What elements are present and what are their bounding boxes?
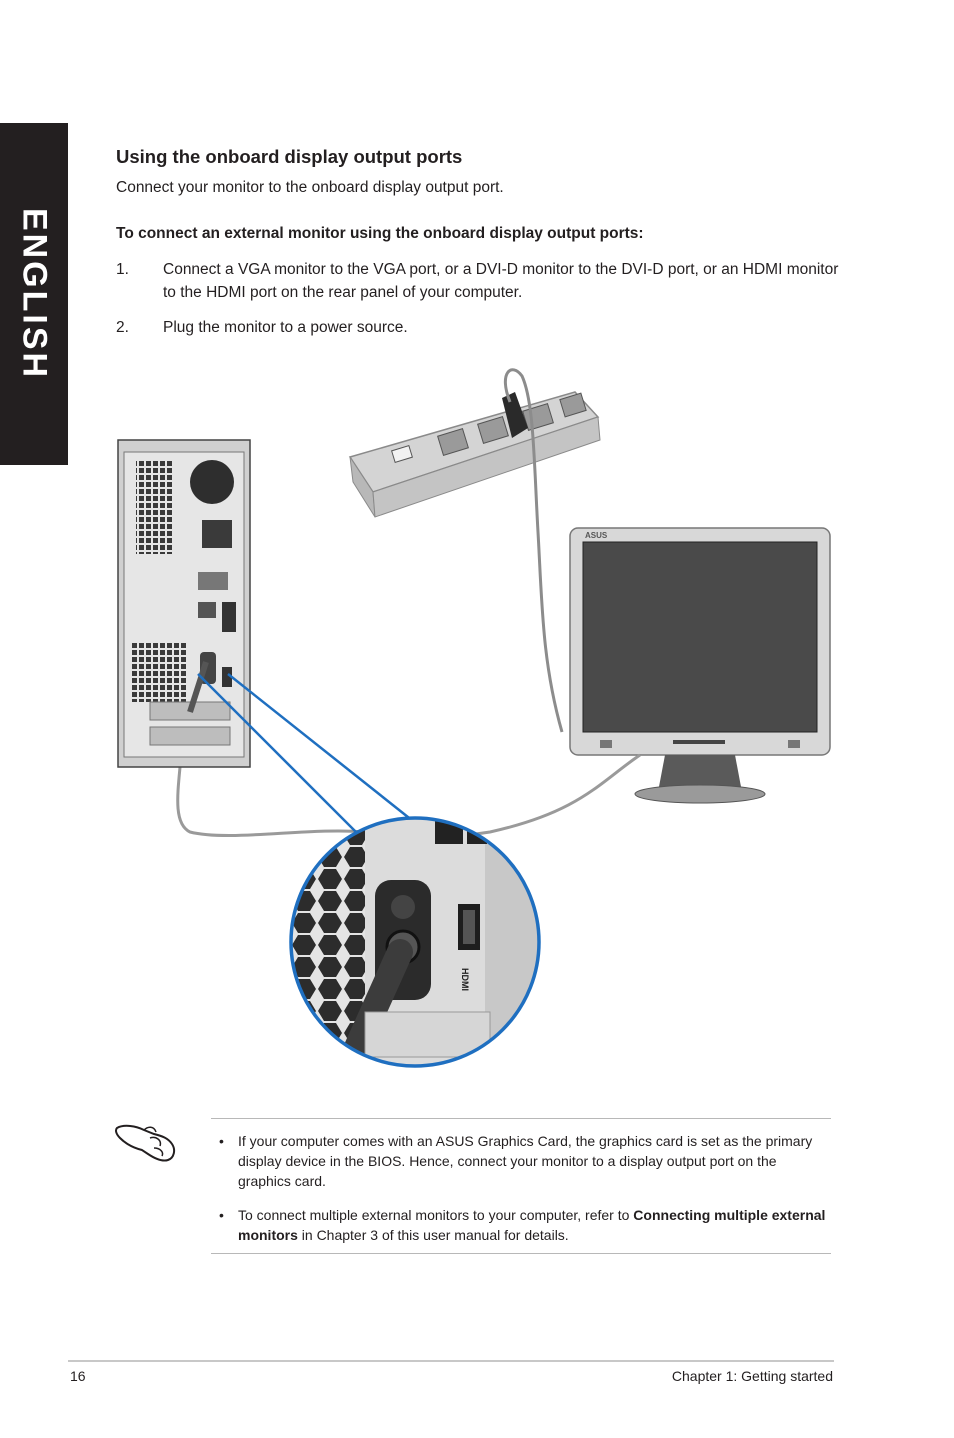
callout-line-left <box>197 673 361 837</box>
note-text-after: in Chapter 3 of this user manual for det… <box>297 1227 569 1243</box>
language-label: ENGLISH <box>15 207 54 381</box>
section-intro: Connect your monitor to the onboard disp… <box>116 179 504 196</box>
bullet: • <box>219 1207 224 1223</box>
step-text: Connect a VGA monitor to the VGA port, o… <box>163 261 839 301</box>
note-text: If your computer comes with an ASUS Grap… <box>238 1133 813 1189</box>
note-bold-reference: Connecting multiple external monitors <box>238 1207 826 1243</box>
hdmi-port-label: HDMI <box>460 968 470 991</box>
port-zoom-callout: HDMI <box>289 816 541 1068</box>
chapter-title: Chapter 1: Getting started <box>671 1368 833 1384</box>
language-side-tab: ENGLISH <box>0 123 68 465</box>
note-box: • If your computer comes with an ASUS Gr… <box>211 1118 831 1254</box>
section-heading: Using the onboard display output ports <box>116 146 463 167</box>
computer-rear-panel <box>117 439 251 768</box>
footer-rule <box>68 1360 834 1362</box>
step-number: 2. <box>116 319 129 336</box>
step-text: Plug the monitor to a power source. <box>163 319 408 336</box>
note-text: To connect multiple external monitors to… <box>238 1205 833 1245</box>
monitor: ASUS <box>569 527 831 804</box>
bullet: • <box>219 1133 224 1149</box>
power-cable <box>504 368 564 733</box>
procedure-heading: To connect an external monitor using the… <box>116 225 644 242</box>
note-hand-icon <box>115 1124 176 1162</box>
step-number: 1. <box>116 261 129 278</box>
monitor-brand: ASUS <box>585 531 608 540</box>
page-number: 16 <box>70 1368 86 1384</box>
power-strip <box>348 391 601 518</box>
connection-illustration: ASUS <box>117 368 831 1068</box>
note-text-before: To connect multiple external monitors to… <box>238 1207 634 1223</box>
